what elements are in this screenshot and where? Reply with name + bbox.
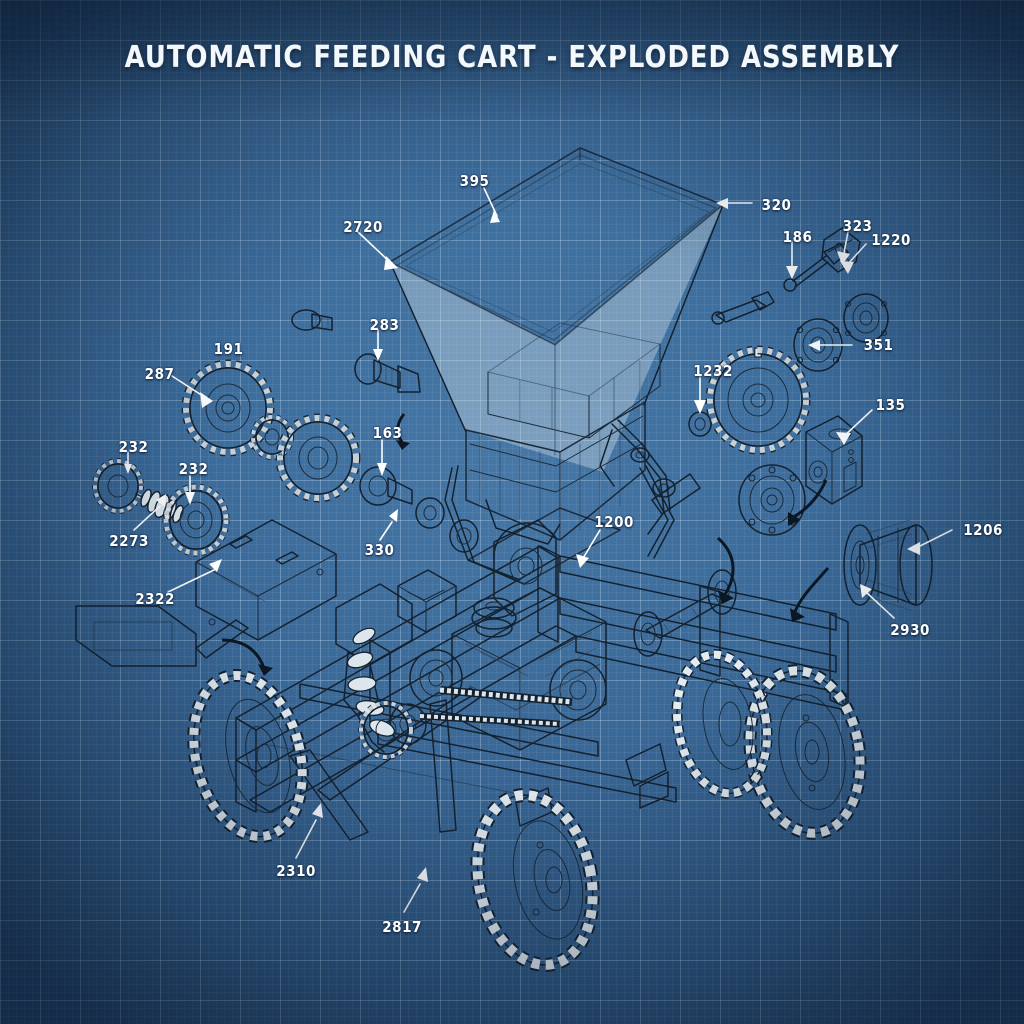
callout-283: 283 [369,316,400,334]
part-clutch-assembly-lower [738,464,806,536]
part-drive-gear [181,359,275,457]
part-discharge-chute [335,583,413,753]
part-clutch-plate [793,318,843,372]
part-chassis-frame [235,545,849,841]
callout-1200: 1200 [594,513,634,531]
callout-351: 351 [863,336,894,354]
part-idler-gear [275,413,361,503]
part-chain-drive [419,686,573,728]
callout-2310: 2310 [276,862,316,880]
part-handle-bracket [75,605,249,667]
callout-1206: 1206 [963,521,1003,539]
callout-186: 186 [782,228,813,246]
part-sprocket-stack [471,597,517,638]
part-spur-gear-large [688,345,811,455]
wheel-rear-right [743,664,867,840]
part-battery-box [195,519,337,641]
callout-191: 191 [213,340,244,358]
part-linkage-rod [783,243,849,292]
part-gearbox-on-chassis [451,587,607,751]
leader-lines [124,187,953,913]
callout-2817: 2817 [382,918,422,936]
part-spindle-rod [711,291,775,325]
part-bearing-block [493,519,557,617]
part-bearing-hub-left [92,458,144,514]
part-auger-shaft [633,569,737,657]
wheel-front-right [671,649,773,799]
part-idler-gear-small [250,414,294,460]
wheel-rear-left [187,668,309,844]
callout-2930: 2930 [890,621,930,639]
callout-232-right: 232 [178,460,209,478]
part-bearing-hub-right [162,483,230,557]
part-hopper-bin [389,147,724,585]
hopper-linkage [599,419,701,535]
part-bevel-box-rear [358,700,414,760]
part-gearbox-housing [805,415,863,505]
part-drive-pulley [389,649,607,745]
part-bell-crank [821,227,861,273]
callout-1232: 1232 [693,362,733,380]
callout-163: 163 [372,424,403,442]
callout-287: 287 [144,365,175,383]
part-bevel-pinion [359,466,479,553]
part-clutch-small [843,293,889,343]
callout-2720: 2720 [343,218,383,236]
callout-395: 395 [459,172,490,190]
assembly-arrow-group [221,413,830,676]
callout-320: 320 [761,196,792,214]
callout-135: 135 [875,396,906,414]
wheel-front-left [470,788,600,972]
callout-232-left: 232 [118,438,149,456]
part-shoulder-bolt [291,309,421,393]
part-control-box [397,569,457,633]
part-electric-motor [843,519,933,611]
page-title: AUTOMATIC FEEDING CART - EXPLODED ASSEMB… [124,40,900,75]
callout-2322: 2322 [135,590,175,608]
callout-330: 330 [364,541,395,559]
callout-323: 323 [842,217,873,235]
callout-2273: 2273 [109,532,149,550]
callout-1220: 1220 [871,231,911,249]
part-spring-coupler [135,488,184,524]
